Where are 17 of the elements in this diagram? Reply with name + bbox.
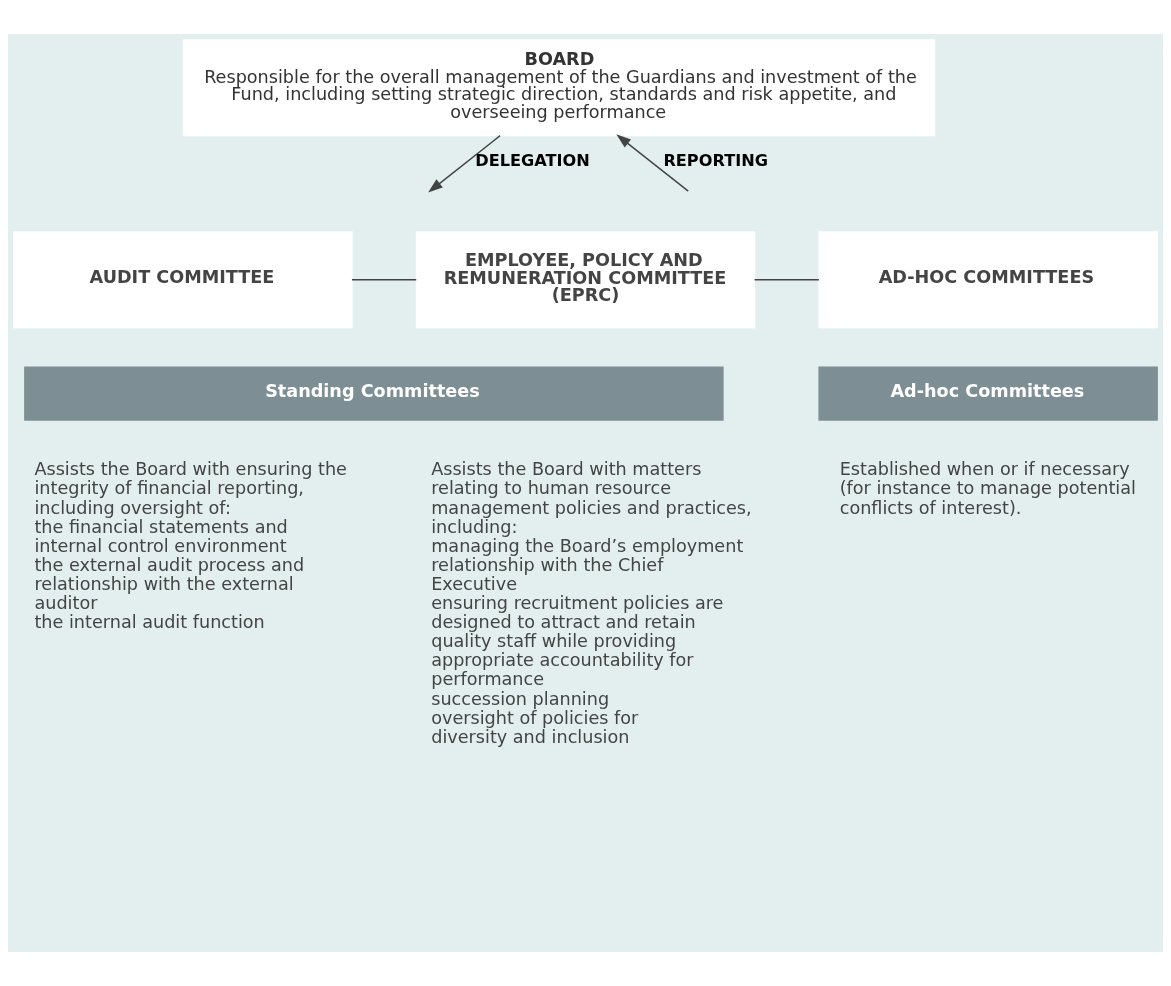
- connector: [351, 279, 417, 281]
- label: Assists the Board with ensuring the integrity of financial reporting, including oversight of:: [34, 459, 347, 518]
- label: succession planning: [431, 688, 610, 709]
- label: Established when or if necessary (for instance to manage potential conflicts of interest).: [839, 459, 1136, 518]
- label: Assists the Board with matters relating to human resource management policies and practices, including:: [431, 459, 752, 537]
- edge-label: DELEGATION: [475, 150, 590, 170]
- edge-label: REPORTING: [663, 150, 768, 170]
- connector: [753, 279, 820, 281]
- arrow: [428, 134, 501, 193]
- label: the internal audit function: [34, 612, 265, 633]
- node-box: AD-HOC COMMITTEES: [818, 231, 1158, 329]
- node-box: Ad-hoc Committees: [818, 366, 1158, 421]
- node-box: AUDIT COMMITTEE: [13, 231, 353, 329]
- node-box: Standing Committees: [24, 366, 724, 421]
- arrow: [616, 134, 689, 192]
- node-box: BOARD Responsible for the overall management of the Guardians and investment of the Fund, including setting strategic direction, standards and risk appetite, and overseeing performance: [182, 39, 936, 137]
- node-box: EMPLOYEE, POLICY AND REMUNERATION COMMITTEE (EPRC): [415, 231, 756, 329]
